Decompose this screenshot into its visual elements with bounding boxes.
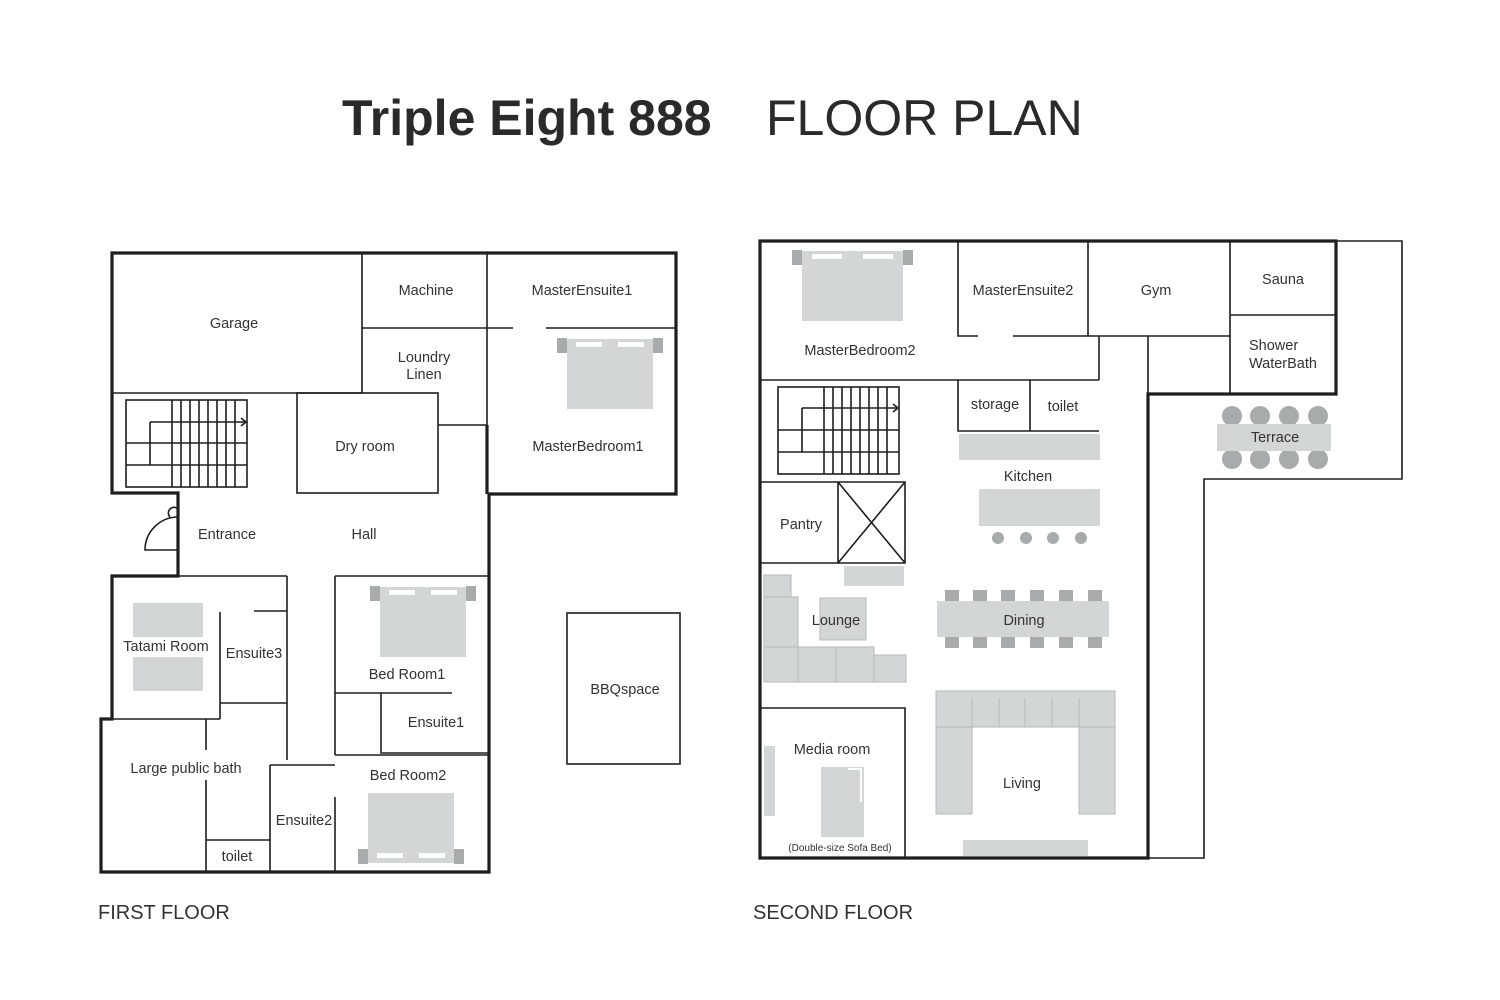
stairs-icon xyxy=(777,386,900,475)
dry-room-wall xyxy=(296,392,439,494)
room-toilet: toilet xyxy=(1048,399,1079,415)
room-media: Media room xyxy=(794,742,871,758)
kitchen-island-icon xyxy=(979,489,1100,544)
lounge-sofa-icon xyxy=(763,574,907,683)
title-subtitle: FLOOR PLAN xyxy=(766,90,1083,146)
sofa-bed-icon xyxy=(821,767,864,837)
room-entrance: Entrance xyxy=(198,527,256,543)
walls xyxy=(112,575,489,872)
second-floor-label: SECOND FLOOR xyxy=(753,902,913,924)
room-master-bedroom1: MasterBedroom1 xyxy=(532,439,643,455)
sofa-bed-label: (Double-size Sofa Bed) xyxy=(788,843,891,854)
first-floor-label: FIRST FLOOR xyxy=(98,902,230,924)
room-tatami: Tatami Room xyxy=(123,639,208,655)
room-gym: Gym xyxy=(1141,283,1172,299)
title-name: Triple Eight 888 xyxy=(342,90,712,146)
room-bedroom1: Bed Room1 xyxy=(369,667,446,683)
bed-icon xyxy=(557,338,663,409)
bed-icon xyxy=(358,793,464,864)
room-ensuite1: Ensuite1 xyxy=(408,715,464,731)
walls xyxy=(760,241,1336,858)
room-dry-room: Dry room xyxy=(335,439,395,455)
room-waterbath: WaterBath xyxy=(1249,356,1317,372)
stairs-icon xyxy=(125,399,248,488)
room-terrace: Terrace xyxy=(1251,430,1299,446)
room-lounge: Lounge xyxy=(812,613,860,629)
door-icon xyxy=(144,506,179,551)
second-floor-plan: MasterBedroom2 MasterEnsuite2 Gym Sauna … xyxy=(753,239,1403,924)
room-toilet: toilet xyxy=(222,849,253,865)
room-master-bedroom2: MasterBedroom2 xyxy=(804,343,915,359)
room-pantry: Pantry xyxy=(780,517,823,533)
room-bedroom2: Bed Room2 xyxy=(370,768,447,784)
room-public-bath: Large public bath xyxy=(130,761,241,777)
room-linen: Linen xyxy=(406,367,441,383)
room-storage: storage xyxy=(971,397,1019,413)
bed-icon xyxy=(792,250,913,321)
room-master-ensuite2: MasterEnsuite2 xyxy=(973,283,1074,299)
room-sauna: Sauna xyxy=(1262,272,1305,288)
room-dining: Dining xyxy=(1003,613,1044,629)
room-machine: Machine xyxy=(399,283,454,299)
room-garage: Garage xyxy=(210,316,258,332)
terrace-wall xyxy=(1148,240,1403,859)
walls xyxy=(112,253,676,426)
room-ensuite2: Ensuite2 xyxy=(276,813,332,829)
room-bbq: BBQspace xyxy=(590,682,659,698)
living-sofa-icon xyxy=(935,690,1116,815)
room-laundry: Loundry xyxy=(398,350,451,366)
first-floor-plan: Garage Machine MasterEnsuite1 Loundry Li… xyxy=(98,251,681,924)
bbq-area-wall xyxy=(566,612,681,765)
room-hall: Hall xyxy=(352,527,377,543)
room-ensuite3: Ensuite3 xyxy=(226,646,282,662)
room-shower: Shower xyxy=(1249,338,1298,354)
terrace-table-icon xyxy=(1217,406,1331,469)
dining-table-icon xyxy=(937,590,1109,648)
bed-icon xyxy=(370,586,476,657)
second-floor-outer-wall xyxy=(758,239,1338,860)
room-kitchen: Kitchen xyxy=(1004,469,1052,485)
room-master-ensuite1: MasterEnsuite1 xyxy=(532,283,633,299)
room-living: Living xyxy=(1003,776,1041,792)
kitchen-counter xyxy=(959,434,1100,460)
